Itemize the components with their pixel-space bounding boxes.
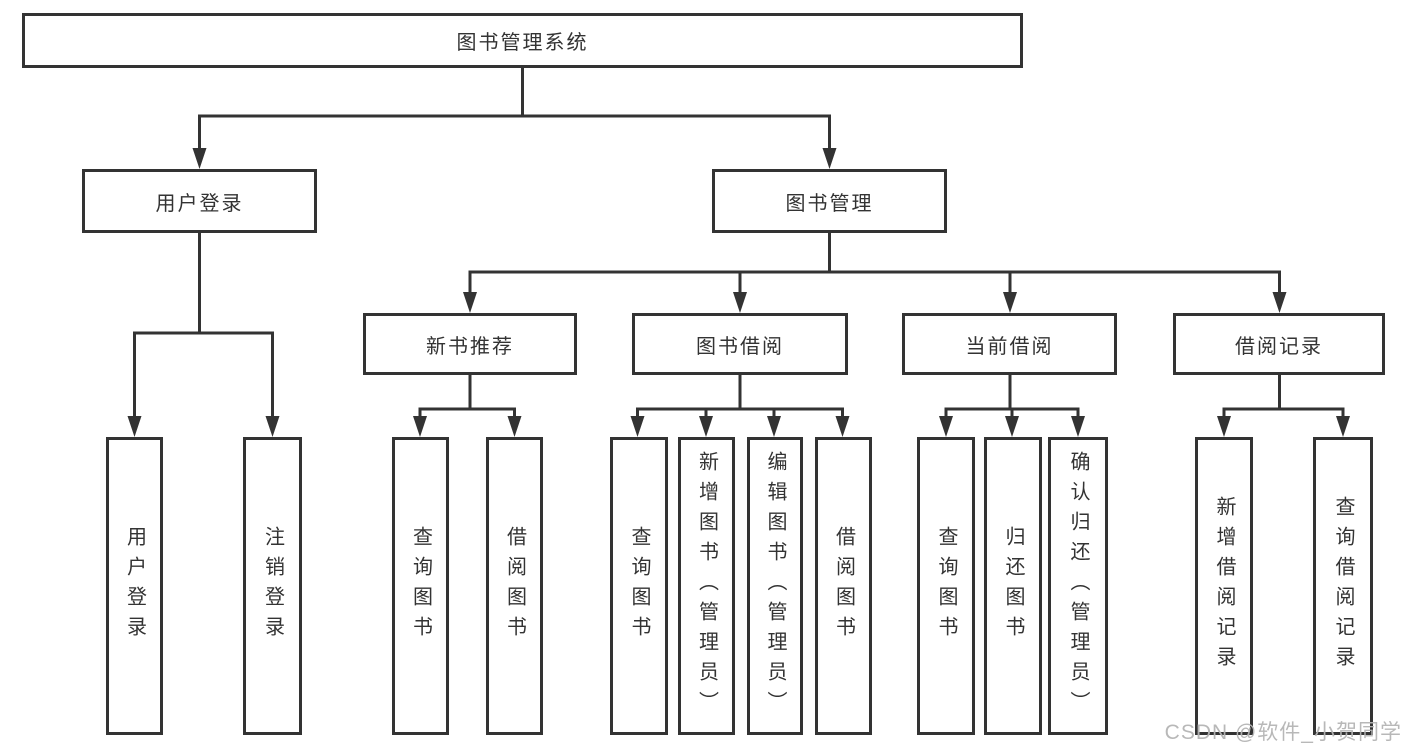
- leaf-query-books-recommend: 查询图书: [392, 437, 449, 735]
- leaf-borrow-books-recommend: 借阅图书: [486, 437, 543, 735]
- leaf-query-borrow-record: 查询借阅记录: [1313, 437, 1373, 735]
- leaf-edit-books-admin: 编辑图书（管理员）: [747, 437, 803, 735]
- node-label: 用户登录: [123, 526, 146, 646]
- node-label: 图书借阅: [696, 335, 784, 358]
- leaf-add-borrow-record: 新增借阅记录: [1195, 437, 1253, 735]
- leaf-borrow-books: 借阅图书: [815, 437, 872, 735]
- node-label: 新增借阅记录: [1213, 496, 1235, 676]
- node-label: 查询图书: [409, 526, 432, 646]
- leaf-return-books: 归还图书: [984, 437, 1042, 735]
- leaf-add-books-admin: 新增图书（管理员）: [678, 437, 735, 735]
- watermark: CSDN @软件_小贺同学: [1164, 721, 1402, 744]
- node-label: 借阅记录: [1235, 335, 1323, 358]
- node-label: 用户登录: [155, 192, 244, 215]
- node-label: 编辑图书（管理员）: [764, 451, 786, 721]
- node-borrowing-records: 借阅记录: [1173, 313, 1385, 375]
- node-label: 借阅图书: [503, 526, 526, 646]
- node-label: 确认归还（管理员）: [1067, 451, 1089, 721]
- node-book-borrowing: 图书借阅: [632, 313, 848, 375]
- node-label: 查询图书: [628, 526, 650, 646]
- node-label: 新增图书（管理员）: [695, 451, 718, 721]
- leaf-query-books-current: 查询图书: [917, 437, 975, 735]
- connector-arrows: [127, 116, 1350, 437]
- node-user-login: 用户登录: [82, 169, 317, 233]
- leaf-user-login: 用户登录: [106, 437, 163, 735]
- node-label: 图书管理: [785, 192, 874, 215]
- leaf-query-books-borrowing: 查询图书: [610, 437, 668, 735]
- leaf-confirm-return-admin: 确认归还（管理员）: [1048, 437, 1108, 735]
- node-label: 图书管理系统: [456, 32, 589, 54]
- leaf-logout: 注销登录: [243, 437, 302, 735]
- node-new-book-recommendation: 新书推荐: [363, 313, 577, 375]
- node-label: 当前借阅: [965, 335, 1054, 358]
- node-library-management-system: 图书管理系统: [22, 13, 1023, 68]
- node-label: 借阅图书: [832, 526, 855, 646]
- node-label: 注销登录: [261, 526, 284, 646]
- node-book-management: 图书管理: [712, 169, 947, 233]
- node-label: 归还图书: [1002, 526, 1024, 646]
- node-current-borrowing: 当前借阅: [902, 313, 1117, 375]
- node-label: 新书推荐: [426, 335, 514, 358]
- node-label: 查询图书: [935, 526, 957, 646]
- node-label: 查询借阅记录: [1332, 496, 1354, 676]
